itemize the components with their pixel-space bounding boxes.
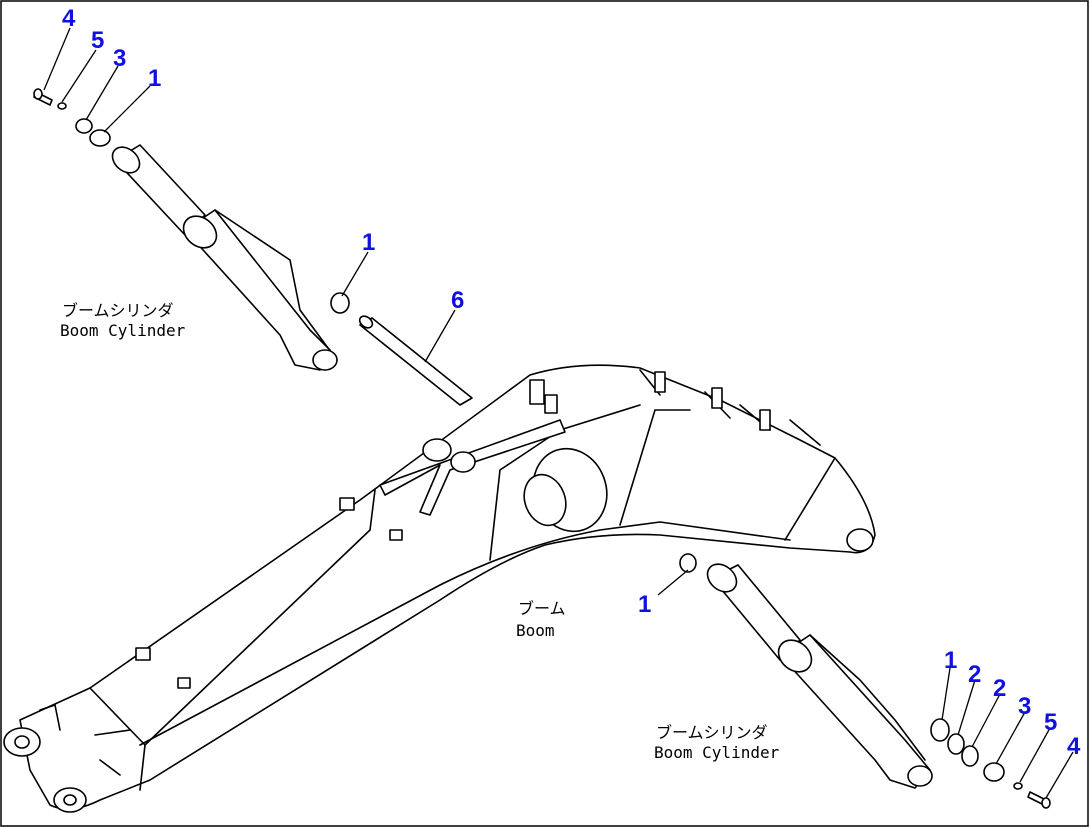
boom-top-pin-hole [846,528,874,552]
boom-cylinder-right [706,563,933,789]
cylinder-bracket [379,419,566,516]
boom-foot-hole-right [63,794,77,806]
boom-head-edge [784,457,836,541]
cylinder-left-bottom-eye [312,349,338,371]
callout-4-top-left: 4 [62,5,76,32]
head-bracket [654,371,666,393]
cylinder-right-bottom-eye [907,765,933,787]
shim-part-2b [961,745,979,767]
callout-1-boom: 1 [638,591,651,618]
cylinder-left-pipe [214,209,329,349]
shim-part-2a [947,733,965,755]
shim-part-1-br [930,718,950,742]
pin-part-6 [358,315,473,406]
pipe-clamp [544,394,558,414]
washer-part-5 [57,102,67,110]
boom-underside-edge [139,521,791,746]
pipe-clamp [529,379,545,405]
cylinder-left-head [182,215,218,249]
boom-panel-line-2 [619,409,691,526]
label-boom-cylinder-left-jp: ブームシリンダ [62,301,174,320]
label-boom-cylinder-left-en: Boom Cylinder [60,321,186,340]
cylinder-right-head [777,639,813,673]
cylinder-right-rod-eye [706,563,738,593]
label-boom-jp: ブーム [518,599,566,618]
boom-top-ridge [144,529,371,746]
callout-5-bottom-right: 5 [1044,709,1057,736]
boom-assembly [3,364,876,813]
cylinder-right-pipe [809,634,926,761]
washer-part-5-br [1013,782,1023,790]
shim-part-1-mid [330,292,350,314]
boom-bend-line [369,489,376,531]
hardware-top-left [33,88,697,573]
callout-1-mid: 1 [362,229,375,256]
callout-3-bottom-right: 3 [1018,693,1031,720]
pipe-clamp [339,497,355,511]
hardware-bottom-right [930,718,1051,809]
bracket-pin-boss-a [422,438,452,462]
callout-4-bottom-right: 4 [1067,733,1081,760]
shim-part-1-boom [679,553,697,573]
shim-part-1 [89,129,111,147]
bracket-pin-boss-b [450,451,476,473]
callout-1-top-left: 1 [148,65,161,92]
boom-foot-details [39,704,131,776]
bolt-head [33,88,43,100]
boom-body [19,364,876,810]
pin-end [358,315,374,329]
boom-cylinder-left [111,144,338,371]
callout-6-pin: 6 [451,287,464,314]
boom-foot-hole-left [14,735,30,749]
callout-1-bottom-right: 1 [944,647,957,674]
label-boom-cylinder-right-en: Boom Cylinder [654,743,780,762]
cylinder-left-rod-eye [111,146,141,174]
pin-body [359,317,473,406]
boom-panel-line [489,404,641,561]
plate-part-3-br [983,762,1005,782]
pipe-clamp [389,529,403,541]
pipe-clamp [135,647,151,661]
leader-lines [43,27,1074,799]
bolt-head-br [1041,797,1051,809]
plate-part-3 [75,118,93,134]
boom-boss-cap [523,473,567,527]
head-bracket [759,409,771,431]
callout-2b-bottom-right: 2 [993,675,1006,702]
head-bracket [711,387,723,409]
label-boom-cylinder-right-jp: ブームシリンダ [656,723,768,742]
pipe-clamp [177,677,191,689]
label-boom-en: Boom [516,621,555,640]
callout-3-top-left: 3 [113,45,126,72]
callout-2a-bottom-right: 2 [968,661,981,688]
callout-5-top-left: 5 [91,27,104,54]
